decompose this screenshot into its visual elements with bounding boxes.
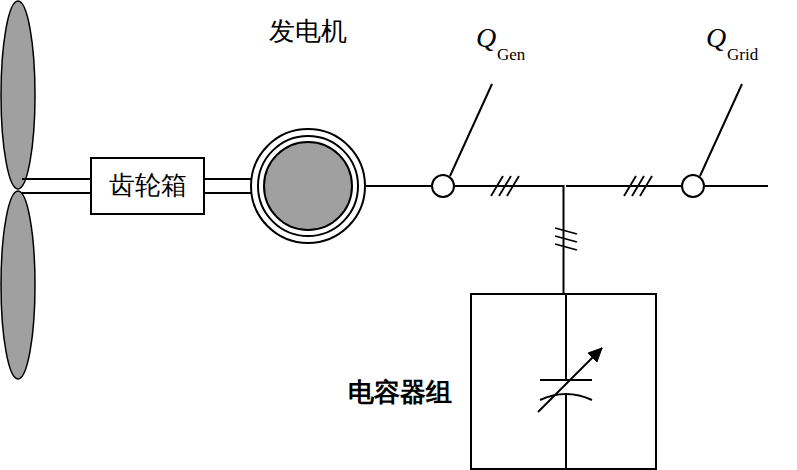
- leader-line: [700, 84, 742, 176]
- generator-symbol: [250, 128, 366, 244]
- leader-line: [450, 84, 492, 176]
- variable-capacitor-symbol: [538, 293, 602, 470]
- grid-wire: [566, 185, 682, 187]
- meter-symbol: [682, 175, 704, 197]
- quantity-subscript: Grid: [727, 46, 758, 63]
- quantity-symbol: Q: [706, 24, 726, 52]
- three-phase-mark: [624, 176, 652, 196]
- quantity-subscript: Gen: [497, 46, 525, 63]
- capacitor-bank-box: 电容器组: [470, 293, 657, 470]
- meter-symbol: [432, 175, 454, 197]
- three-phase-mark: [555, 228, 577, 250]
- rotor-blade: [1, 1, 35, 189]
- generator-circle: 发电机: [250, 128, 366, 244]
- node-label: 齿轮箱: [109, 170, 187, 201]
- connector: [205, 179, 251, 193]
- grid-wire: [704, 185, 768, 187]
- connector: [366, 186, 564, 293]
- shaft-line: [22, 192, 90, 194]
- node-heading: 发电机: [269, 16, 347, 47]
- node-heading: 电容器组: [348, 377, 452, 408]
- quantity-symbol: Q: [476, 24, 496, 52]
- three-phase-mark: [491, 176, 519, 196]
- gearbox-box: 齿轮箱: [90, 157, 205, 215]
- shaft-line: [22, 178, 90, 180]
- rotor-blade: [1, 191, 35, 379]
